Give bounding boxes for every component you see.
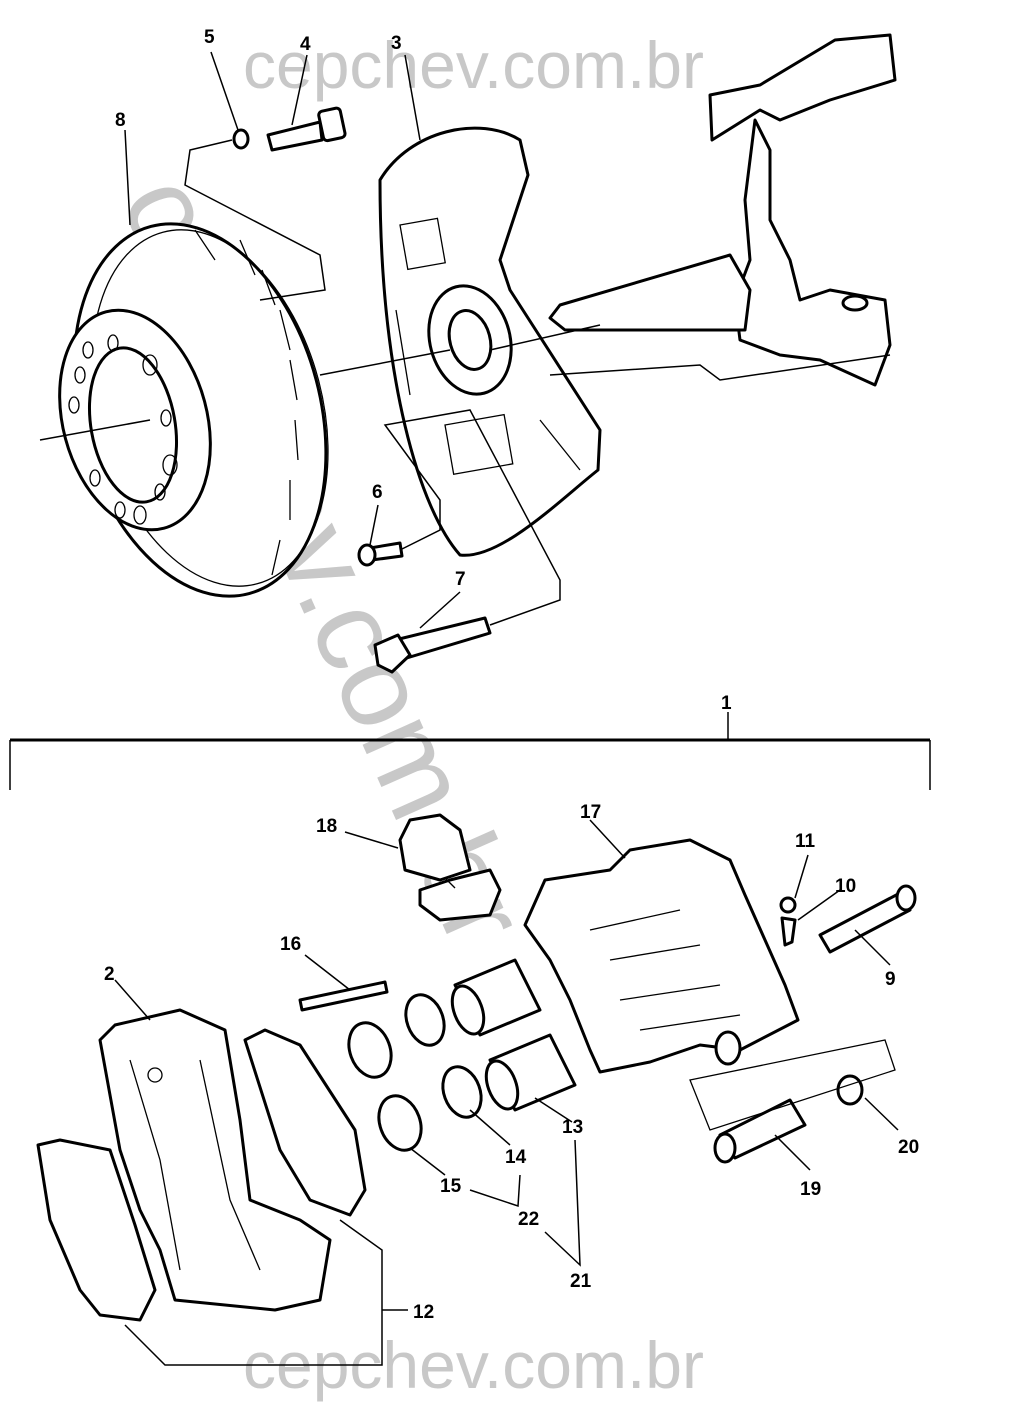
label-2: 2 bbox=[104, 964, 115, 985]
part-5-washer bbox=[232, 128, 250, 150]
label-14: 14 bbox=[505, 1147, 527, 1168]
part-7-bracket-bolt bbox=[373, 616, 492, 674]
label-19: 19 bbox=[800, 1179, 821, 1200]
part-10-bleeder-valve bbox=[780, 916, 797, 947]
label-11: 11 bbox=[795, 831, 816, 852]
label-22: 22 bbox=[518, 1209, 539, 1230]
label-13: 13 bbox=[562, 1117, 583, 1138]
label-12: 12 bbox=[413, 1302, 434, 1323]
part-14-piston-seals bbox=[404, 993, 483, 1119]
part-20-bushing bbox=[836, 1074, 864, 1106]
sleeve-outline bbox=[689, 1039, 896, 1131]
label-3: 3 bbox=[391, 33, 402, 54]
part-19-guide-pin-sleeve bbox=[713, 1098, 807, 1164]
part-15-dust-boots bbox=[347, 1021, 423, 1152]
part-13-pistons bbox=[450, 958, 577, 1112]
part-17-caliper-housing bbox=[523, 838, 800, 1074]
label-8: 8 bbox=[115, 110, 126, 131]
label-9: 9 bbox=[885, 969, 896, 990]
part-2-caliper-bracket bbox=[98, 1008, 332, 1312]
part-11-bleeder-cap bbox=[779, 896, 797, 914]
label-21: 21 bbox=[570, 1271, 592, 1292]
label-6: 6 bbox=[372, 482, 383, 503]
label-16: 16 bbox=[280, 934, 301, 955]
label-5: 5 bbox=[204, 27, 215, 48]
part-labels: 1 2 3 4 5 6 7 8 9 10 11 12 13 14 15 16 1… bbox=[104, 27, 919, 1323]
part-16-retaining-pin bbox=[298, 980, 389, 1012]
part-18-anti-rattle-spring bbox=[398, 813, 502, 922]
part-8-brake-rotor bbox=[58, 222, 329, 598]
label-15: 15 bbox=[440, 1176, 462, 1197]
watermark-top: cepchev.com.br bbox=[243, 28, 704, 102]
part-6-bolt bbox=[357, 541, 404, 567]
label-1: 1 bbox=[721, 693, 732, 714]
part-4-shield-bolt bbox=[266, 106, 347, 152]
group-bracket-1 bbox=[9, 712, 931, 790]
part-12-brake-pads bbox=[36, 1028, 367, 1322]
steering-knuckle bbox=[548, 33, 897, 387]
part-3-splash-shield bbox=[378, 126, 602, 557]
label-17: 17 bbox=[580, 802, 601, 823]
label-10: 10 bbox=[835, 876, 856, 897]
label-4: 4 bbox=[300, 34, 311, 55]
leader-lines-upper bbox=[39, 51, 891, 629]
part-9-guide-pin-bolt bbox=[818, 884, 917, 954]
label-7: 7 bbox=[455, 569, 466, 590]
leader-lines-lower bbox=[114, 819, 899, 1366]
label-20: 20 bbox=[898, 1137, 919, 1158]
label-18: 18 bbox=[316, 816, 337, 837]
